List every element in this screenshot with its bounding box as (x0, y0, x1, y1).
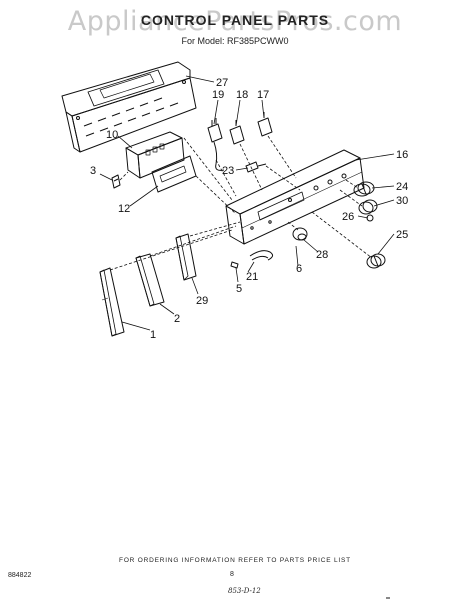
callout-18: 18 (236, 89, 248, 101)
part-23-terminal (245, 161, 267, 173)
part-18-switch (229, 120, 245, 145)
part-5-screw (230, 261, 239, 269)
callout-23: 23 (222, 165, 234, 177)
part-17-switch (257, 112, 273, 137)
callout-21: 21 (246, 271, 258, 283)
model-line: For Model: RF385PCWW0 (181, 36, 289, 46)
callout-24: 24 (396, 181, 408, 193)
callout-26: 26 (342, 211, 354, 223)
part-27-rear-panel (61, 61, 197, 153)
watermark: AppliancePartsPros.com (67, 6, 403, 37)
callout-12: 12 (118, 203, 130, 215)
callout-10: 10 (106, 129, 118, 141)
ordering-note: FOR ORDERING INFORMATION REFER TO PARTS … (119, 557, 351, 564)
part-10-clock-module (125, 131, 185, 179)
part-12-overlay (151, 155, 197, 193)
part-3-clip (111, 174, 121, 189)
callout-5: 5 (236, 283, 242, 295)
part-24-knob (353, 181, 375, 197)
drawing-code: 853-D-12 (228, 587, 261, 595)
part-29-bracket (175, 233, 197, 281)
diagram-title: CONTROL PANEL PARTS (140, 12, 330, 28)
callout-27: 27 (216, 77, 228, 89)
document-number: 884822 (8, 572, 32, 579)
part-1-end-cap (99, 267, 125, 337)
callout-16: 16 (396, 149, 408, 161)
page-number: 8 (230, 571, 234, 578)
callout-25: 25 (396, 229, 408, 241)
callout-1: 1 (150, 329, 156, 341)
callout-19: 19 (212, 89, 224, 101)
part-21-harness (249, 250, 274, 261)
part-30-knob (358, 199, 378, 215)
part-2-bracket (135, 253, 165, 307)
callout-labels: 27 19 18 17 10 16 3 23 24 30 26 12 25 28… (90, 77, 408, 341)
callout-6: 6 (296, 263, 302, 275)
callout-3: 3 (90, 165, 96, 177)
callout-17: 17 (257, 89, 269, 101)
callout-30: 30 (396, 195, 408, 207)
part-25-knob (366, 253, 386, 269)
part-28-bushing (292, 227, 308, 241)
callout-29: 29 (196, 295, 208, 307)
callout-28: 28 (316, 249, 328, 261)
callout-2: 2 (174, 313, 180, 325)
part-19-switch (207, 118, 225, 171)
